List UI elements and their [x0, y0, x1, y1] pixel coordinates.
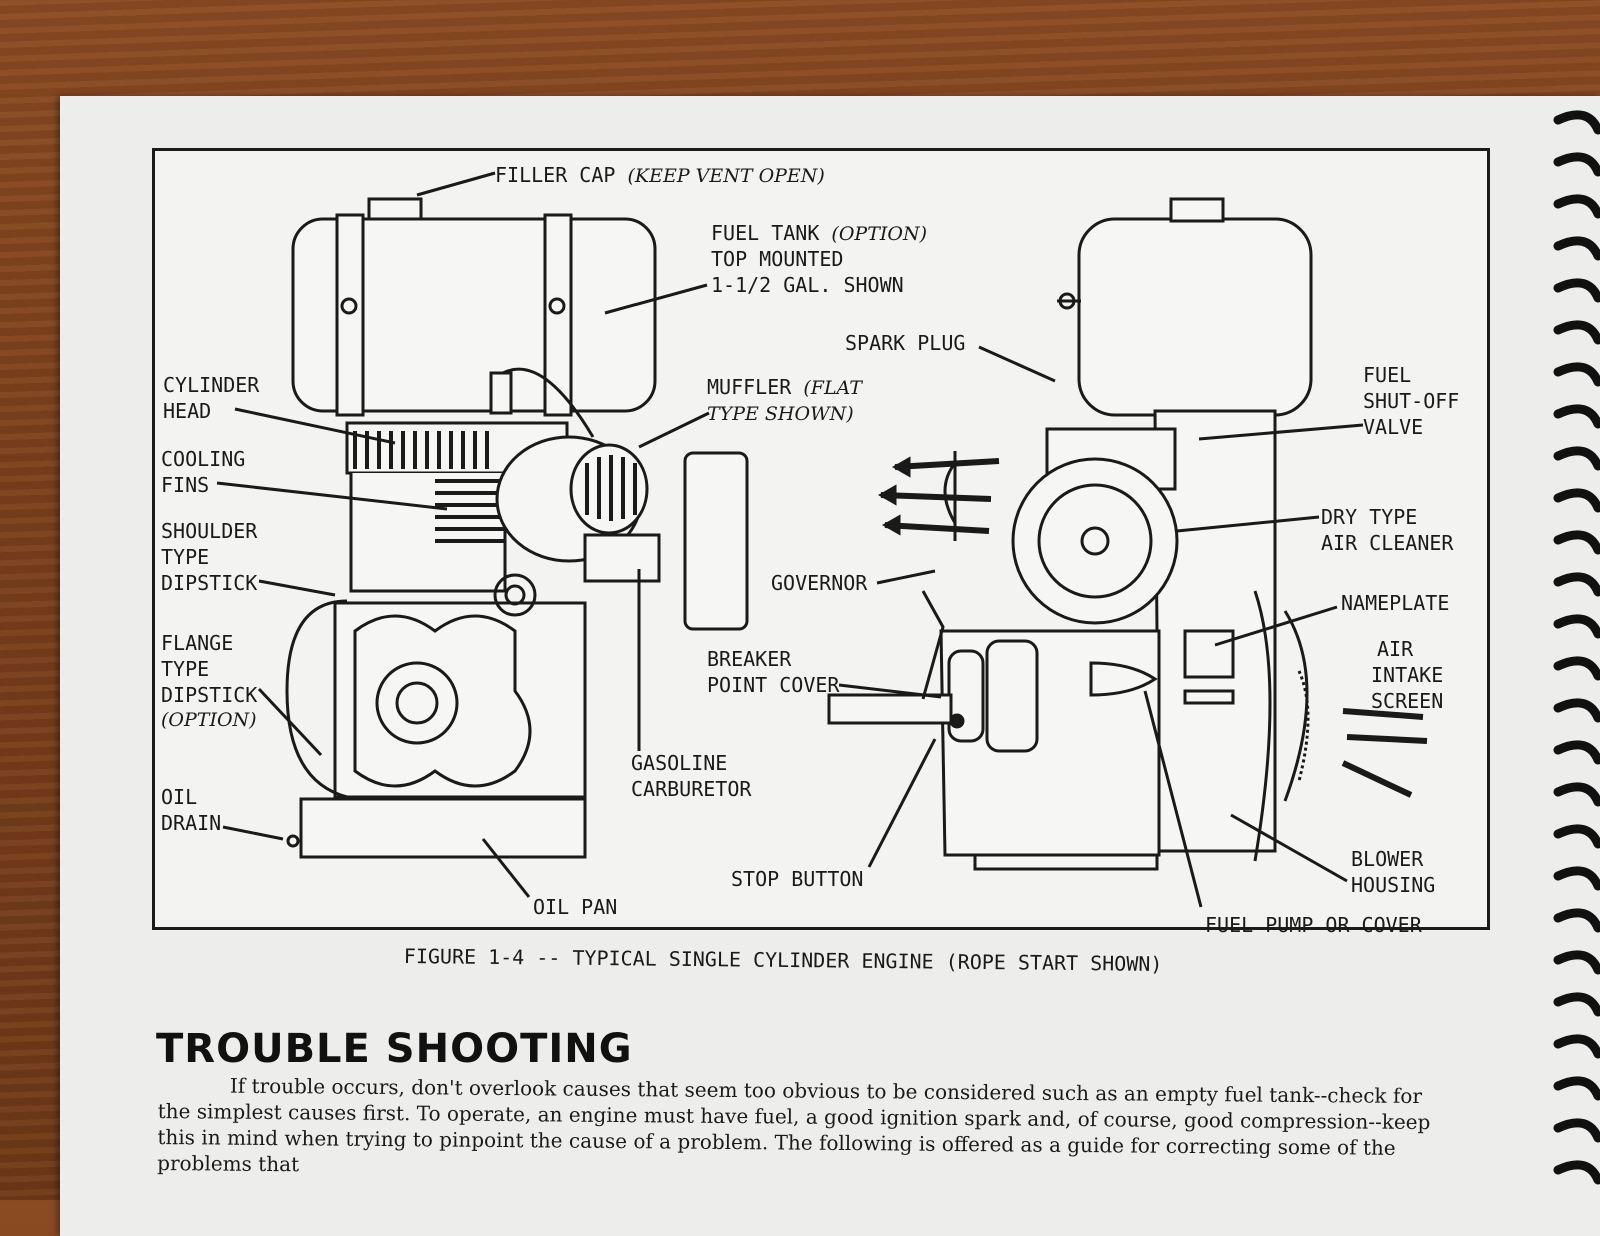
section-heading: TROUBLE SHOOTING: [156, 1026, 633, 1072]
label-intake: INTAKE: [1371, 663, 1444, 687]
label-carburetor: CARBURETOR: [631, 777, 752, 801]
label-cylinder-head: HEAD: [163, 399, 212, 423]
label-housing: HOUSING: [1351, 873, 1436, 897]
section-body: If trouble occurs, don't overlook causes…: [157, 1072, 1458, 1187]
label-muffler: MUFFLER (FLAT: [707, 375, 862, 399]
label-fuel-tank-top-mounted: TOP MOUNTED: [711, 247, 844, 271]
label-shoulder-type: TYPE: [161, 545, 210, 569]
dry-type-air-cleaner: [1011, 457, 1179, 625]
label-stop-button: STOP BUTTON: [731, 867, 864, 891]
label-valve: VALVE: [1363, 415, 1424, 439]
label-fuel-tank-capacity: 1-1/2 GAL. SHOWN: [711, 273, 904, 297]
label-flange-option: (OPTION): [161, 709, 257, 731]
right-fuel-tank: [1077, 217, 1313, 417]
label-breaker: BREAKER: [707, 647, 792, 671]
label-muffler-note: TYPE SHOWN): [707, 403, 854, 425]
label-cylinder: CYLINDER: [163, 373, 260, 397]
engine-figure: FILLER CAP (KEEP VENT OPEN) FUEL TANK (O…: [152, 148, 1490, 937]
label-spark-plug: SPARK PLUG: [845, 331, 966, 355]
label-air-cleaner: AIR CLEANER: [1321, 531, 1454, 555]
label-flange: FLANGE: [161, 631, 234, 655]
label-shoulder-dipstick: DIPSTICK: [161, 571, 258, 595]
label-shoulder: SHOULDER: [161, 519, 258, 543]
label-fuel: FUEL: [1363, 363, 1412, 387]
label-shut-off: SHUT-OFF: [1363, 389, 1460, 413]
label-filler-cap: FILLER CAP (KEEP VENT OPEN): [495, 163, 825, 187]
label-air: AIR: [1377, 637, 1414, 661]
label-oil-drain: DRAIN: [161, 811, 222, 835]
label-nameplate: NAMEPLATE: [1341, 591, 1450, 615]
label-blower: BLOWER: [1351, 847, 1424, 871]
label-dry-type: DRY TYPE: [1321, 505, 1418, 529]
label-flange-dipstick: DIPSTICK: [161, 683, 258, 707]
label-flange-type: TYPE: [161, 657, 210, 681]
label-cooling: COOLING: [161, 447, 246, 471]
label-screen: SCREEN: [1371, 689, 1444, 713]
label-cooling-fins: FINS: [161, 473, 210, 497]
engine-illustration: [216, 171, 1428, 908]
label-oil: OIL: [161, 785, 198, 809]
label-gasoline: GASOLINE: [631, 751, 728, 775]
nameplate-rect: [1183, 629, 1235, 679]
label-point-cover: POINT COVER: [707, 673, 840, 697]
label-governor: GOVERNOR: [771, 571, 868, 595]
label-oil-pan: OIL PAN: [533, 895, 618, 919]
spiral-binding: [1553, 110, 1600, 1185]
label-fuel-tank: FUEL TANK (OPTION): [711, 221, 927, 245]
label-fuel-pump: FUEL PUMP OR COVER: [1205, 913, 1422, 937]
section-paragraph: If trouble occurs, don't overlook causes…: [157, 1073, 1431, 1177]
